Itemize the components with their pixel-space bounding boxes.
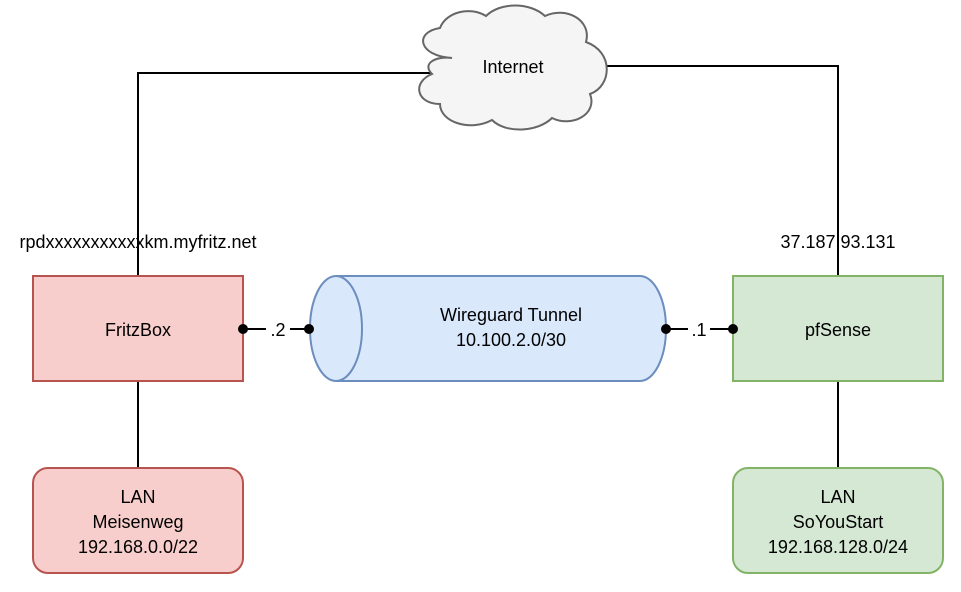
- tunnel-right-port-dot: [661, 324, 671, 334]
- lan-meisenweg-name: Meisenweg: [92, 512, 183, 532]
- fritzbox-tunnel-address: .2: [270, 320, 285, 340]
- lan-meisenweg-title: LAN: [120, 487, 155, 507]
- lan-soyoustart-title: LAN: [820, 487, 855, 507]
- lan-meisenweg: LAN Meisenweg 192.168.0.0/22: [32, 467, 244, 574]
- pfsense-router: pfSense: [732, 275, 944, 382]
- tunnel-subnet: 10.100.2.0/30: [456, 330, 566, 350]
- connectors: [137, 65, 839, 468]
- wireguard-tunnel: Wireguard Tunnel 10.100.2.0/30: [309, 275, 667, 382]
- lan-meisenweg-box: [32, 467, 244, 574]
- tunnel-body: [309, 275, 667, 382]
- lan-meisenweg-subnet: 192.168.0.0/22: [78, 537, 198, 557]
- fritzbox-box: [32, 275, 244, 382]
- tunnel-front-rim: [335, 275, 363, 382]
- tunnel-name: Wireguard Tunnel: [440, 305, 582, 325]
- lan-soyoustart: LAN SoYouStart 192.168.128.0/24: [732, 467, 944, 574]
- pfsense-tunnel-address: .1: [691, 320, 706, 340]
- fritzbox-label: FritzBox: [105, 320, 171, 340]
- fritzbox-hostname: rpdxxxxxxxxxxxkm.myfritz.net: [19, 232, 256, 252]
- endpoint-dots: [238, 324, 738, 334]
- tunnel-left-port-dot: [304, 324, 314, 334]
- pfsense-internet-link: [596, 65, 839, 276]
- internet-cloud: Internet: [418, 4, 608, 131]
- pfsense-label: pfSense: [805, 320, 871, 340]
- fritzbox-router: FritzBox: [32, 275, 244, 382]
- fritzbox-internet-link: [137, 72, 432, 276]
- lan-soyoustart-box: [732, 467, 944, 574]
- lan-soyoustart-name: SoYouStart: [793, 512, 883, 532]
- cloud-shape: [418, 4, 608, 131]
- cloud-label: Internet: [482, 57, 543, 77]
- pfsense-public-ip: 37.187.93.131: [780, 232, 895, 252]
- fritzbox-port-dot: [238, 324, 248, 334]
- lan-soyoustart-subnet: 192.168.128.0/24: [768, 537, 908, 557]
- pfsense-port-dot: [728, 324, 738, 334]
